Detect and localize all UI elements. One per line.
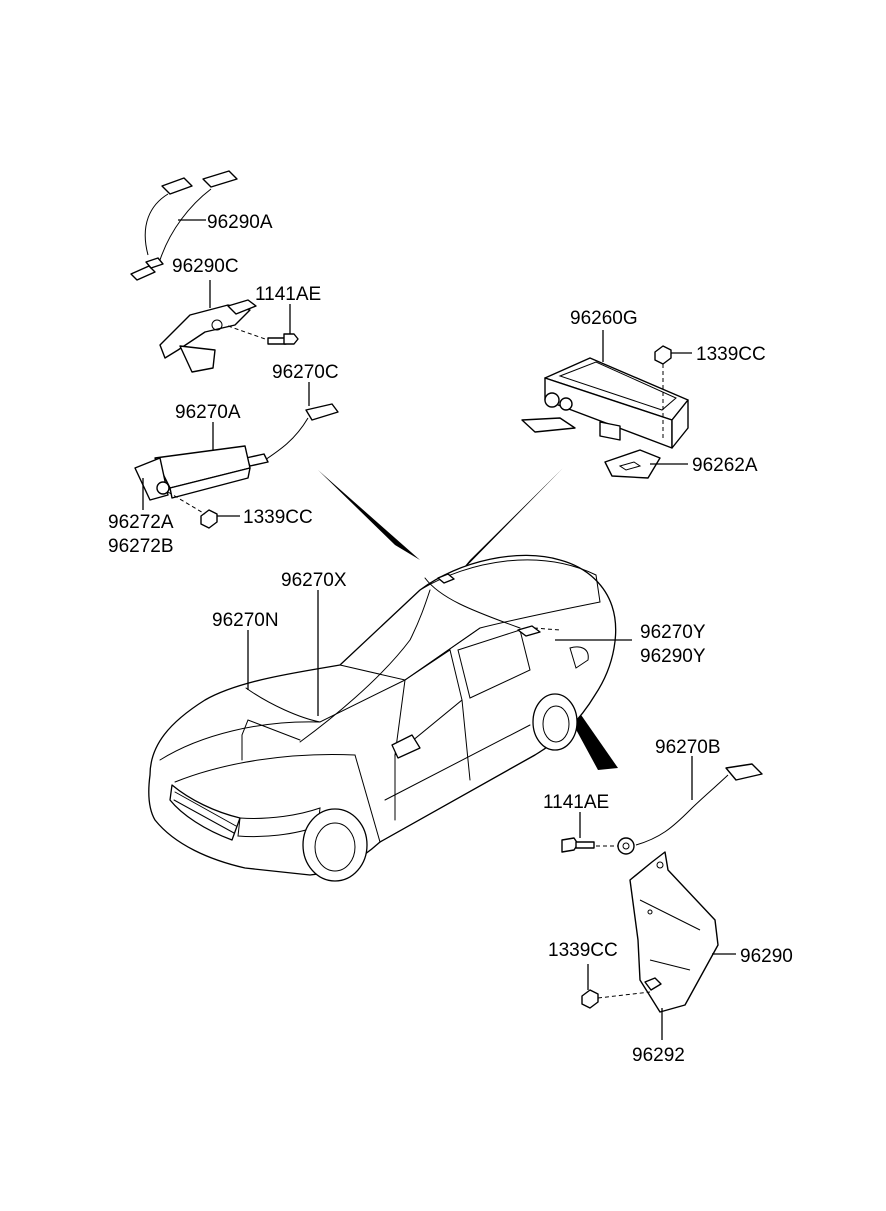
part-96292-clip[interactable] [644,977,663,1040]
label-96290A: 96290A [207,212,273,233]
label-96270N: 96270N [212,610,279,631]
label-96270X: 96270X [281,570,347,591]
part-96290C-bracket[interactable] [159,280,257,373]
label-96290C: 96290C [172,256,239,277]
part-96290A-harness[interactable] [130,170,238,281]
part-96260G-module[interactable] [521,330,689,449]
label-96272A: 96272A [108,512,174,533]
label-96270Y: 96270Y [640,622,706,643]
label-1141AE-top: 1141AE [255,284,321,305]
part-1141AE-bolt-top[interactable] [227,304,299,345]
part-96270C-connector[interactable] [245,382,339,467]
label-96290: 96290 [740,946,793,967]
label-96270A: 96270A [175,402,241,423]
label-1339CC-left: 1339CC [243,507,313,528]
label-96292: 96292 [632,1045,685,1066]
part-1339CC-nut-bottom[interactable] [581,964,651,1009]
part-1141AE-bolt-bottom[interactable] [561,812,618,853]
car-illustration [148,554,632,882]
label-96270B: 96270B [655,737,721,758]
label-96262A: 96262A [692,455,758,476]
part-96262A-bracket[interactable] [604,449,688,479]
part-1339CC-nut-left[interactable] [167,491,240,529]
label-96260G: 96260G [570,308,638,329]
part-1339CC-nut-right[interactable] [654,345,692,440]
label-96290Y: 96290Y [640,646,706,667]
label-1339CC-bottom: 1339CC [548,940,618,961]
part-96270B-harness[interactable] [617,756,763,855]
part-96270A-unit[interactable] [134,422,251,501]
pointer-wedge-right [455,468,563,578]
label-1339CC-right: 1339CC [696,344,766,365]
pointer-wedge-left [318,470,420,560]
label-96272B: 96272B [108,536,174,557]
part-96290-bracket[interactable] [629,851,736,1013]
label-96270C: 96270C [272,362,339,383]
label-1141AE-bottom: 1141AE [543,792,609,813]
